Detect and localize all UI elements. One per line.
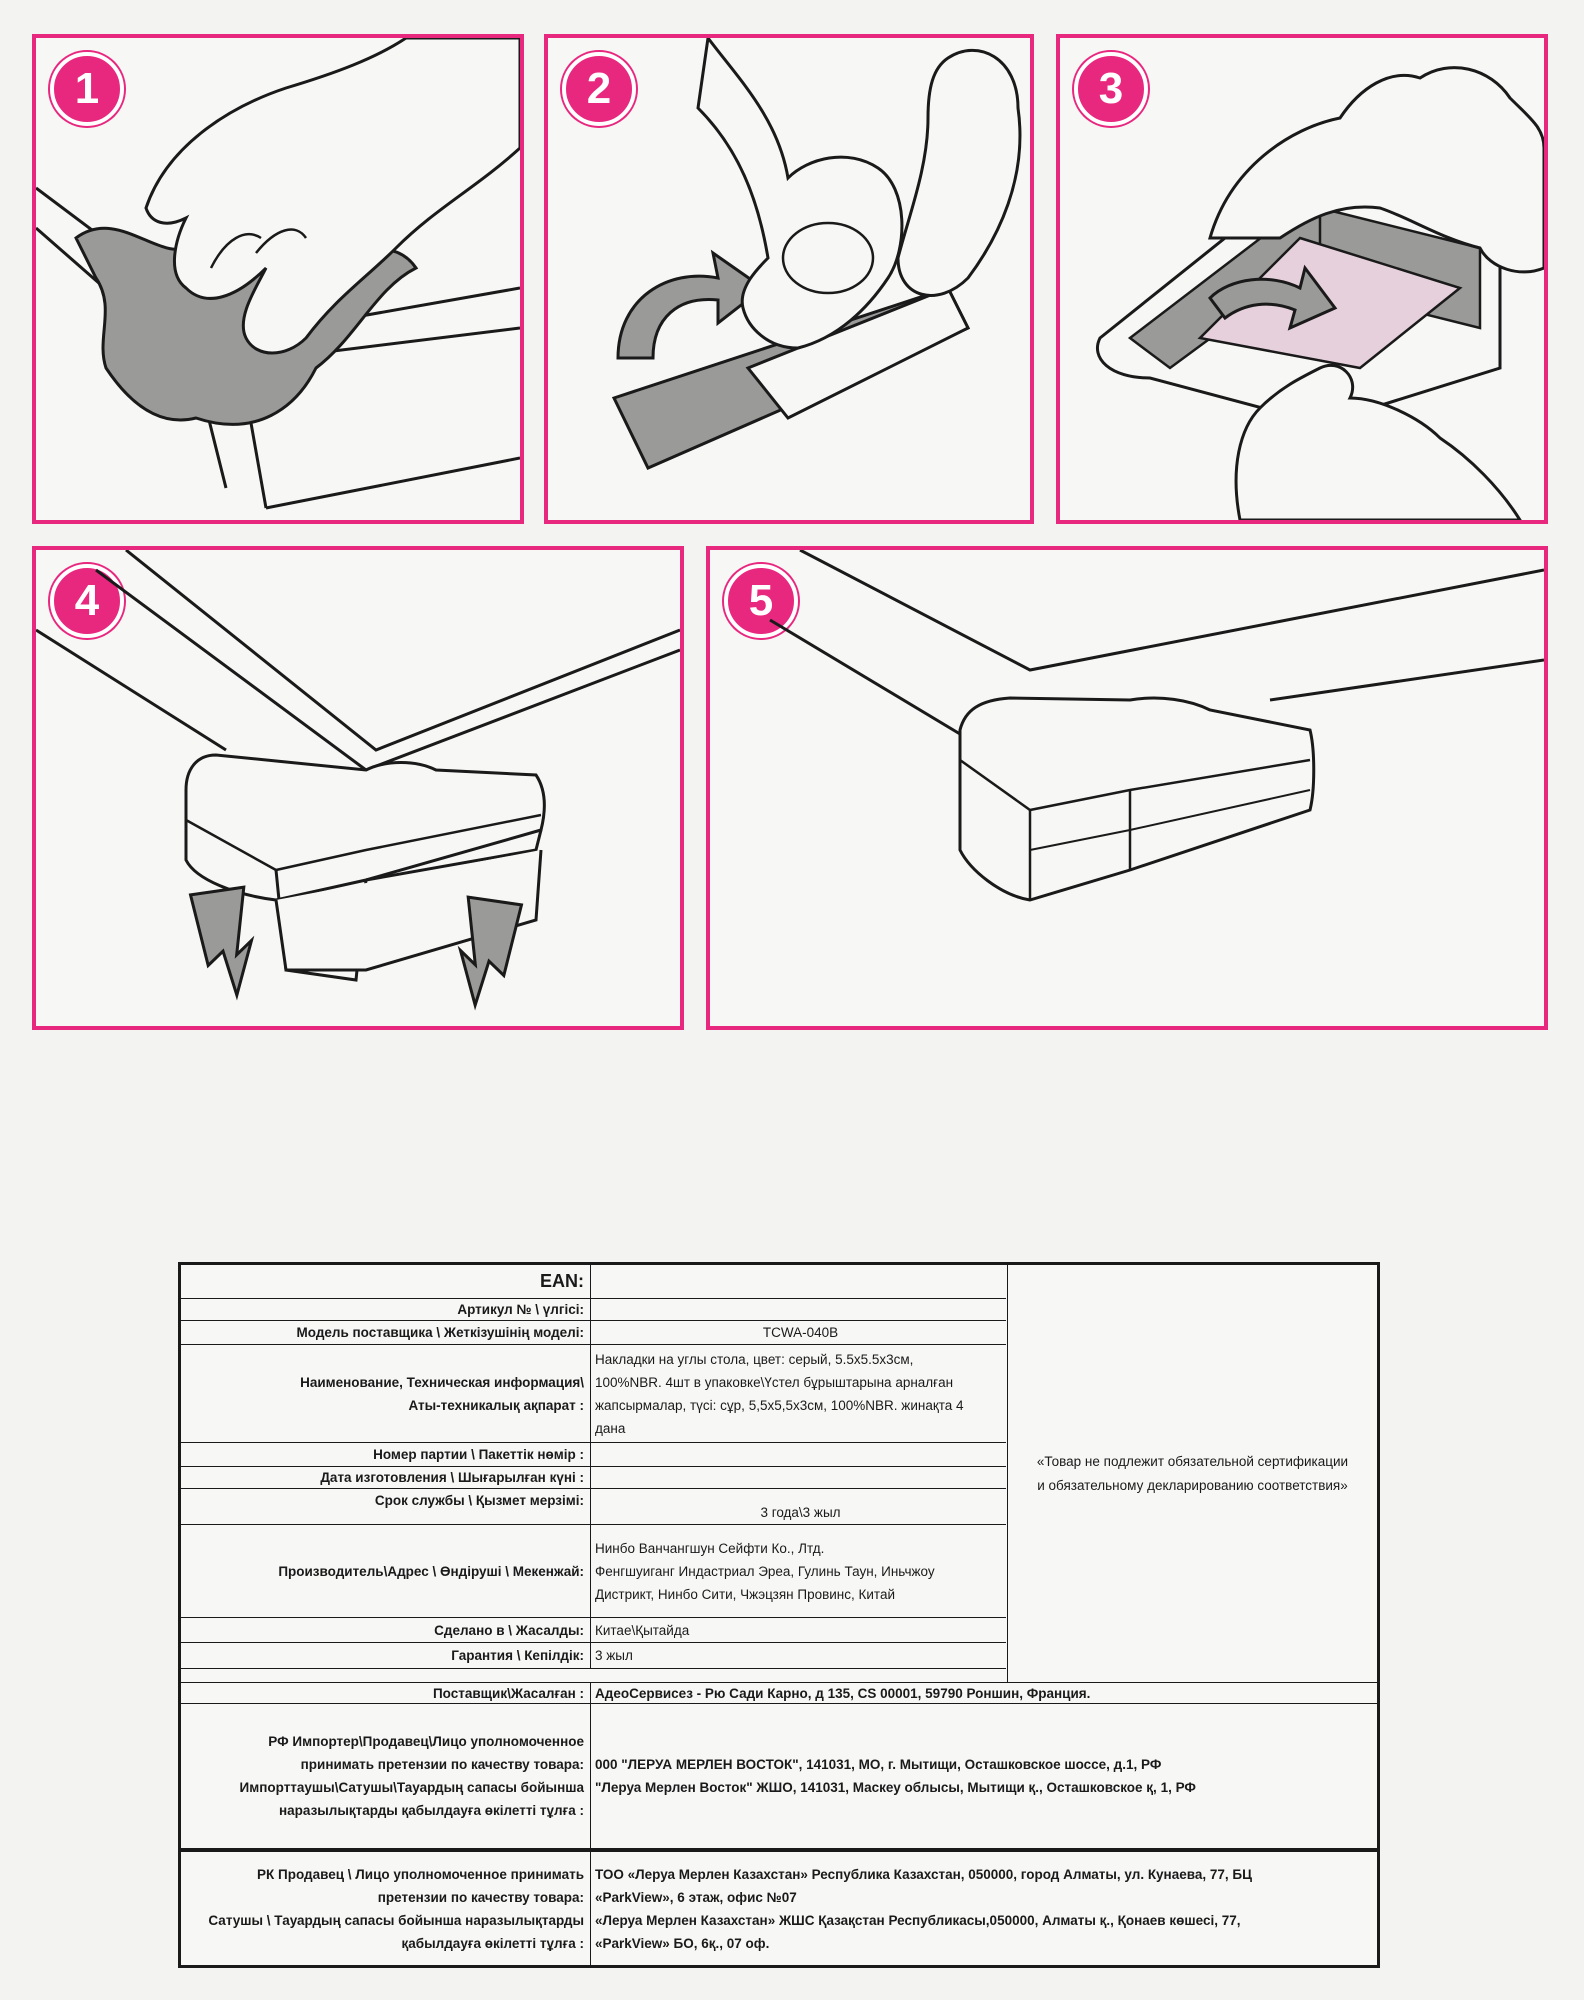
manufacturer-value: Нинбо Ванчангшун Сейфти Ко., Лтд. Фенгшу… (591, 1525, 1006, 1617)
installed-guard-illustration (769, 550, 1544, 902)
service-value: 3 года\3 жыл (760, 1505, 841, 1520)
table-row-importer: РФ Импортер\Продавец\Лицо уполномоченное… (181, 1704, 1377, 1849)
rk-label-line: Сатушы \ Тауардың сапасы бойынша наразыл… (208, 1912, 584, 1928)
wipe-surface-illustration (36, 38, 520, 520)
table-row-ean: EAN: (181, 1265, 1006, 1299)
table-row-name: Наименование, Техническая информация\ Ат… (181, 1345, 1006, 1443)
importer-line: 000 "ЛЕРУА МЕРЛЕН ВОСТОК", 141031, МО, г… (595, 1757, 1162, 1772)
table-row-batch: Номер партии \ Пакеттік нөмір : (181, 1443, 1006, 1467)
rk-line: «ParkView» БО, 6қ., 07 оф. (595, 1935, 770, 1951)
manufacturer-line: Фенгшуиганг Индастриал Эреа, Гулинь Таун… (595, 1563, 935, 1579)
peel-adhesive-illustration (611, 38, 1022, 470)
rk-line: ТОО «Леруа Мерлен Казахстан» Республика … (595, 1866, 1252, 1882)
rk-line: «Леруа Мерлен Казахстан» ЖШС Қазақстан Р… (595, 1912, 1241, 1928)
article-label: Артикул № \ үлгісі: (181, 1299, 591, 1320)
ean-label: EAN: (181, 1265, 591, 1298)
curved-arrow-icon (1208, 264, 1338, 331)
step-number-badge: 5 (724, 564, 798, 638)
corner-guard-icon (958, 696, 1316, 902)
table-row-model: Модель поставщика \ Жеткізушінің моделі:… (181, 1321, 1006, 1345)
made-in-label: Сделано в \ Жасалды: (181, 1618, 591, 1642)
product-info-table: EAN: Артикул № \ үлгісі: Модель поставщи… (178, 1262, 1380, 1968)
model-value: TCWA-040B (762, 1325, 839, 1340)
table-row-supplier: Поставщик\Жасалған : АдеоСервисез - Рю С… (181, 1682, 1377, 1704)
importer-label: РФ Импортер\Продавец\Лицо уполномоченное… (181, 1704, 591, 1848)
step-1-panel: 1 (32, 34, 524, 524)
step-number-badge: 1 (50, 52, 124, 126)
step-2-panel: 2 (544, 34, 1034, 524)
hand-icon (144, 38, 520, 355)
name-value-line: жапсырмалар, түсі: сұр, 5,5x5,5x3см, 100… (595, 1397, 964, 1413)
rk-seller-label: РК Продавец \ Лицо уполномоченное приним… (181, 1852, 591, 1965)
hand-icon (1234, 363, 1522, 520)
name-label-line: Наименование, Техническая информация\ (300, 1374, 584, 1390)
made-in-value: Китае\Қытайда (595, 1622, 690, 1638)
certification-line: «Товар не подлежит обязательной сертифик… (1036, 1453, 1349, 1469)
table-row-warranty: Гарантия \ Кепілдік: 3 жыл (181, 1643, 1006, 1669)
rk-label-line: РК Продавец \ Лицо уполномоченное приним… (257, 1866, 584, 1882)
curved-arrow-icon (616, 249, 766, 360)
rk-line: «ParkView», 6 этаж, офис №07 (595, 1889, 797, 1905)
manufacturer-line: Нинбо Ванчангшун Сейфти Ко., Лтд. (595, 1540, 825, 1556)
step-4-panel: 4 (32, 546, 684, 1030)
date-label: Дата изготовления \ Шығарылған күні : (181, 1467, 591, 1488)
importer-value: 000 "ЛЕРУА МЕРЛЕН ВОСТОК", 141031, МО, г… (591, 1704, 1377, 1848)
name-value-line: дана (595, 1420, 626, 1436)
step-number-badge: 4 (50, 564, 124, 638)
table-row-service: Срок службы \ Қызмет мерзімі: 3 года\3 ж… (181, 1489, 1006, 1525)
hand-icon (696, 38, 904, 350)
corner-guard-icon (184, 753, 546, 902)
press-onto-corner-illustration (36, 550, 680, 1011)
ean-value (591, 1265, 1006, 1298)
table-row-manufacturer: Производитель\Адрес \ Өндіруші \ Мекенжа… (181, 1525, 1006, 1618)
name-value: Накладки на углы стола, цвет: серый, 5.5… (591, 1345, 1006, 1442)
hand-icon (1208, 66, 1544, 274)
article-value (591, 1299, 1006, 1320)
step-number-badge: 3 (1074, 52, 1148, 126)
manufacturer-line: Дистрикт, Нинбо Сити, Чжэцзян Провинс, К… (595, 1586, 895, 1602)
date-value (591, 1467, 1006, 1488)
name-value-line: Накладки на углы стола, цвет: серый, 5.5… (595, 1351, 914, 1367)
table-row-made-in: Сделано в \ Жасалды: Китае\Қытайда (181, 1618, 1006, 1643)
arrow-icon (188, 885, 255, 1001)
importer-label-line: наразылықтарды қабылдауға өкілетті тұлға… (278, 1803, 584, 1818)
importer-label-line: РФ Импортер\Продавец\Лицо уполномоченное (268, 1734, 584, 1749)
table-row-article: Артикул № \ үлгісі: (181, 1299, 1006, 1321)
rk-label-line: претензии по качеству товара: (377, 1889, 584, 1905)
rk-label-line: қабылдауға өкілетті тұлға : (401, 1935, 584, 1951)
step-number-badge: 2 (562, 52, 636, 126)
step-3-panel: 3 (1056, 34, 1548, 524)
table-row-date: Дата изготовления \ Шығарылған күні : (181, 1467, 1006, 1489)
service-label: Срок службы \ Қызмет мерзімі: (181, 1489, 591, 1524)
warranty-value: 3 жыл (595, 1648, 633, 1663)
supplier-value: АдеоСервисез - Рю Сади Карно, д 135, CS … (595, 1685, 1091, 1701)
importer-label-line: Импорттаушы\Сатушы\Тауардың сапасы бойын… (239, 1780, 584, 1795)
warranty-label: Гарантия \ Кепілдік: (181, 1643, 591, 1668)
name-label: Наименование, Техническая информация\ Ат… (181, 1345, 591, 1442)
table-row-rk-seller: РК Продавец \ Лицо уполномоченное приним… (181, 1849, 1377, 1965)
model-label: Модель поставщика \ Жеткізушінің моделі: (181, 1321, 591, 1344)
rk-seller-value: ТОО «Леруа Мерлен Казахстан» Республика … (591, 1852, 1377, 1965)
name-label-line: Аты-техникалық ақпарат : (408, 1397, 584, 1413)
batch-label: Номер партии \ Пакеттік нөмір : (181, 1443, 591, 1466)
certification-line: и обязательному декларированию соответст… (1037, 1477, 1348, 1493)
arrow-icon (457, 895, 524, 1011)
step-5-panel: 5 (706, 546, 1548, 1030)
manufacturer-label: Производитель\Адрес \ Өндіруші \ Мекенжа… (181, 1525, 591, 1617)
name-value-line: 100%NBR. 4шт в упаковке\Үстел бұрыштарын… (595, 1374, 954, 1390)
attach-adhesive-illustration (1096, 66, 1544, 520)
batch-value (591, 1443, 1006, 1466)
supplier-label: Поставщик\Жасалған : (181, 1683, 591, 1703)
importer-label-line: принимать претензии по качеству товара: (300, 1757, 584, 1772)
importer-line: "Леруа Мерлен Восток" ЖШО, 141031, Маске… (595, 1780, 1196, 1795)
certification-note: «Товар не подлежит обязательной сертифик… (1007, 1265, 1377, 1682)
